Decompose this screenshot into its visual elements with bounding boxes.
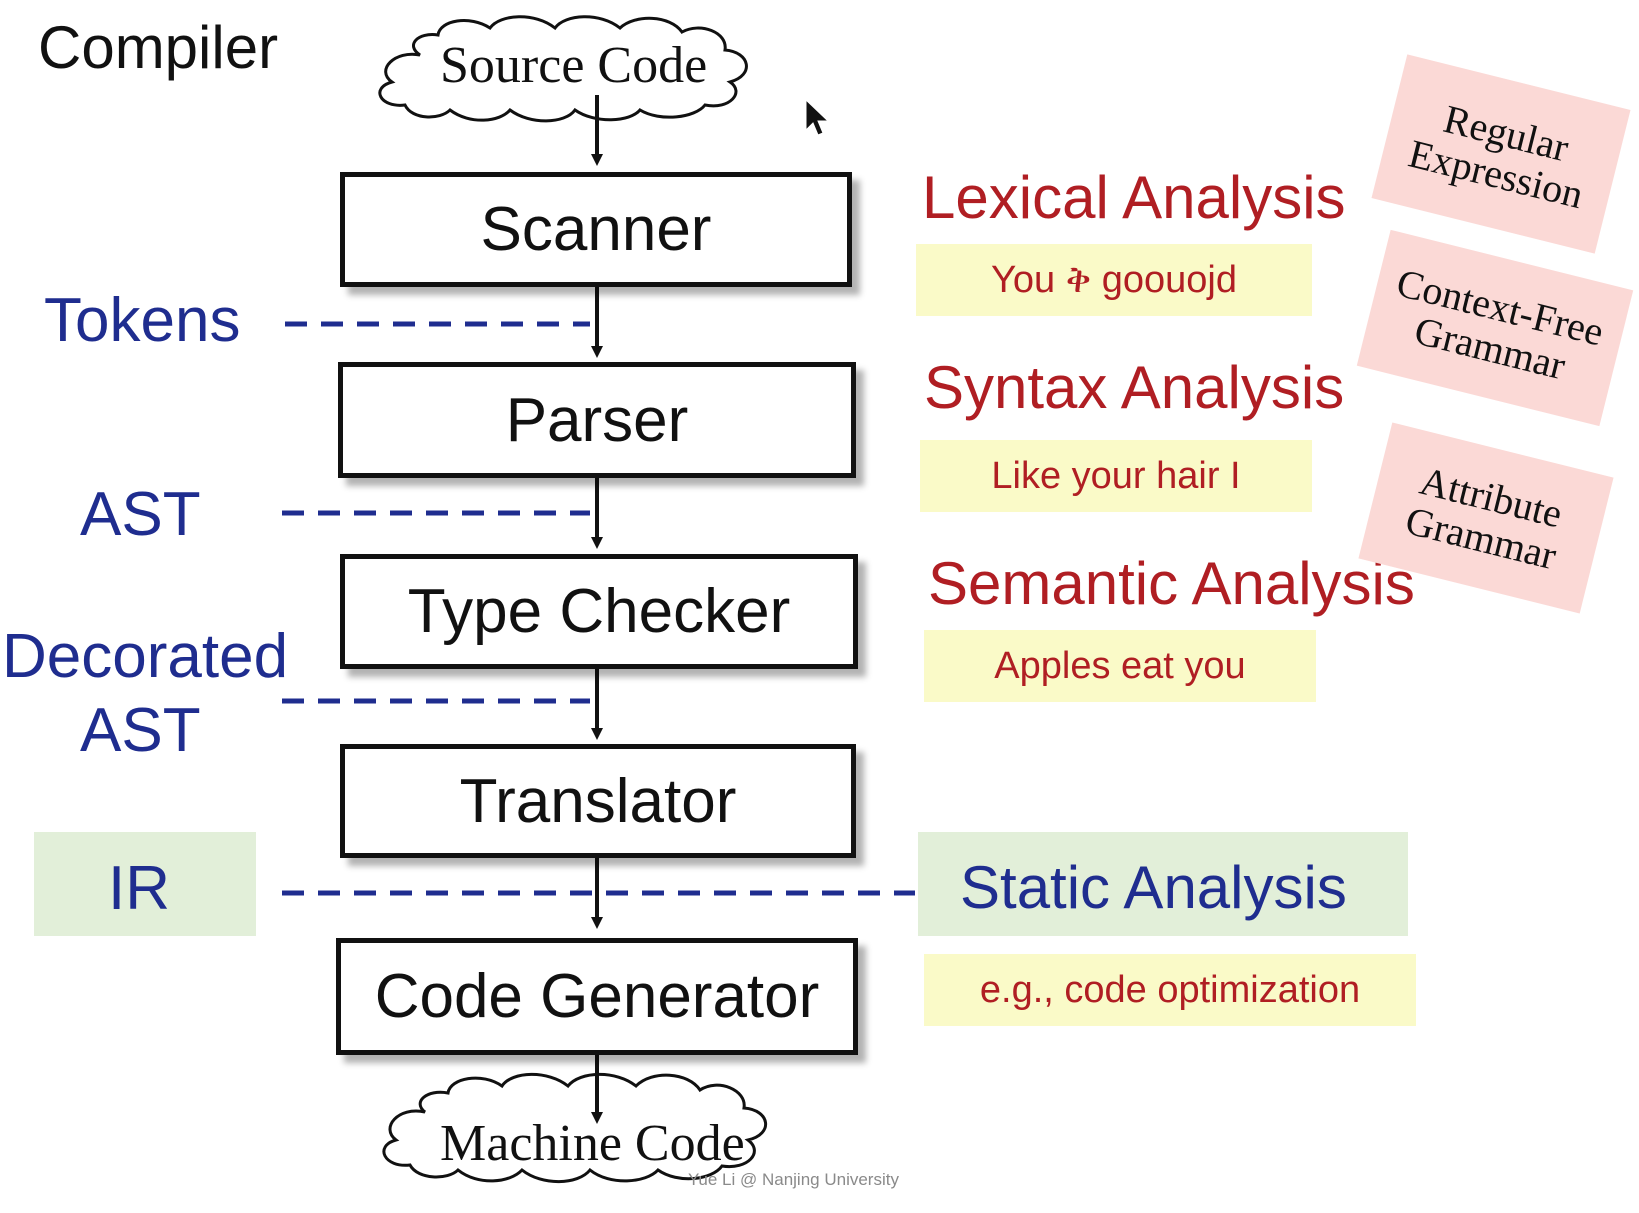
static-example-text: e.g., code optimization (979, 968, 1361, 1011)
machine-code-label: Machine Code (440, 1115, 745, 1172)
lexical-example: You ቅ goouojd (916, 244, 1312, 316)
syntax-analysis-title: Syntax Analysis (924, 354, 1345, 421)
translator-box: Translator (340, 744, 856, 858)
lexical-analysis-title: Lexical Analysis (922, 164, 1346, 231)
ast-label: AST (80, 480, 201, 549)
decorated-ast-label: AST (80, 696, 201, 765)
syntax-example-text: Like your hair I (991, 454, 1241, 497)
semantic-analysis-title: Semantic Analysis (928, 550, 1415, 617)
syntax-example: Like your hair I (920, 440, 1312, 512)
ir-highlight (34, 832, 256, 936)
ir-label: IR (108, 854, 170, 923)
diagram-title: Compiler (38, 14, 279, 81)
lexical-example-text: You ቅ goouojd (990, 258, 1238, 301)
scanner-box: Scanner (340, 172, 852, 287)
watermark: Yue Li @ Nanjing University (688, 1170, 899, 1189)
code-generator-label: Code Generator (374, 962, 820, 1031)
static-analysis-title: Static Analysis (960, 854, 1347, 921)
static-analysis-highlight (918, 832, 1408, 936)
decorated-label: Decorated (2, 622, 289, 691)
tokens-label: Tokens (44, 286, 241, 355)
static-example: e.g., code optimization (924, 954, 1416, 1026)
mouse-cursor-icon (805, 98, 830, 136)
type-checker-label: Type Checker (407, 577, 791, 646)
code-generator-box: Code Generator (336, 938, 858, 1055)
scanner-label: Scanner (480, 195, 712, 264)
semantic-example: Apples eat you (924, 630, 1316, 702)
source-code-cloud (378, 15, 748, 123)
semantic-example-text: Apples eat you (994, 644, 1246, 687)
parser-label: Parser (505, 385, 689, 455)
translator-label: Translator (459, 766, 737, 836)
machine-code-cloud (382, 1072, 768, 1184)
type-checker-box: Type Checker (340, 554, 858, 669)
source-code-label: Source Code (440, 37, 708, 94)
parser-box: Parser (338, 362, 856, 478)
